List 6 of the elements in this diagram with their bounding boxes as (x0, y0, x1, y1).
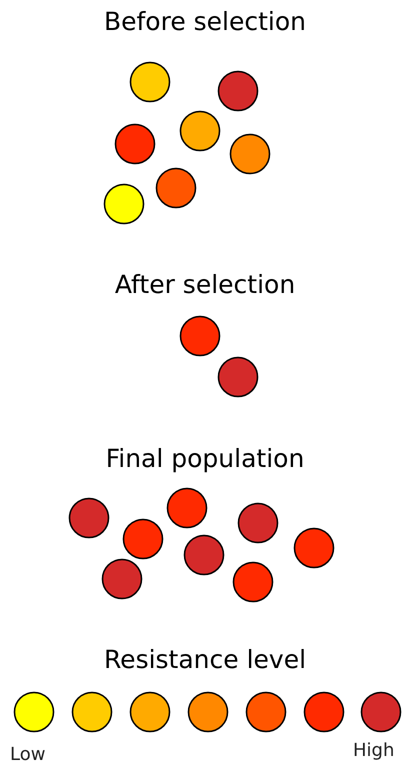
scale-end-label: Low (10, 744, 46, 766)
section-heading: Resistance level (102, 645, 308, 675)
section-heading: After selection (114, 270, 296, 300)
section-heading: Before selection (102, 7, 308, 37)
section-heading: Final population (104, 444, 306, 474)
scale-end-label: High (353, 740, 394, 762)
